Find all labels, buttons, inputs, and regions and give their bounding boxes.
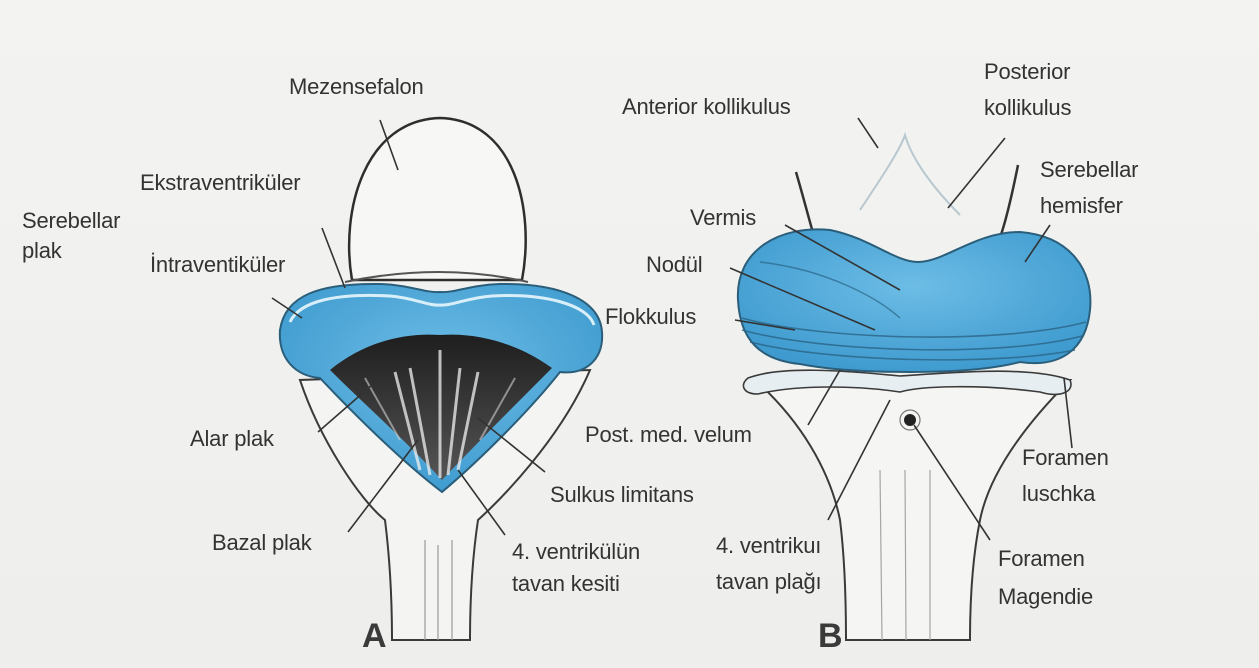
label-ventrikulun-tavan-kesiti: 4. ventrikülün tavan kesiti [512,536,640,600]
label-posterior-kollikulus: Posterior kollikulus [984,54,1071,126]
label-ekstraventrikuler: Ekstraventriküler [140,170,300,196]
label-flokkulus: Flokkulus [605,304,696,330]
panel-letter-a: A [362,618,386,654]
label-intraventikuler: İntraventiküler [150,252,285,278]
label-bazal-plak: Bazal plak [212,530,312,556]
label-mezensefalon: Mezensefalon [289,74,424,100]
label-serebellar-plak: Serebellar plak [22,206,120,266]
label-nodul: Nodül [646,252,702,278]
foramen-magendie-dot [904,414,916,426]
label-foramen-magendie: Foramen Magendie [998,540,1093,616]
label-sulkus-limitans: Sulkus limitans [550,482,694,508]
label-foramen-luschka: Foramen luschka [1022,440,1109,512]
label-serebellar-hemisfer: Serebellar hemisfer [1040,152,1138,224]
mesencephalon-dome [349,118,526,280]
label-ventrikul-tavan-plagi: 4. ventrikuı tavan plağı [716,528,821,600]
label-alar-plak: Alar plak [190,426,274,452]
label-anterior-kollikulus: Anterior kollikulus [622,94,791,120]
label-post-med-velum: Post. med. velum [585,422,752,448]
label-vermis: Vermis [690,205,756,231]
panel-letter-b: B [818,618,842,654]
